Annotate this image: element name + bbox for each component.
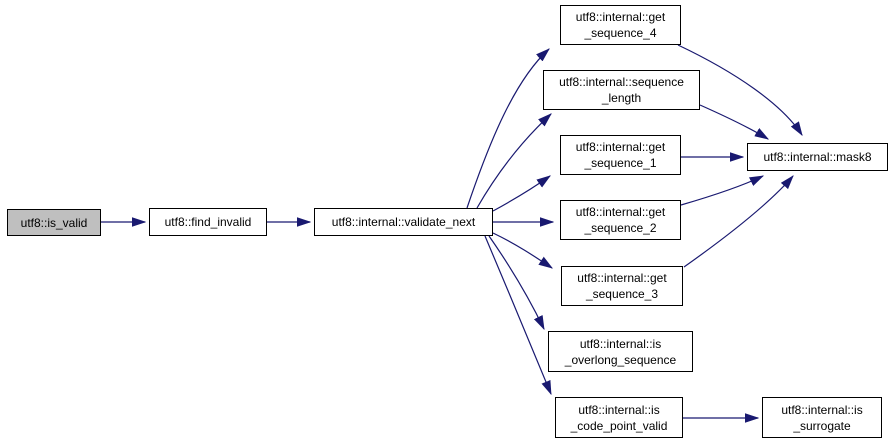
node-label: utf8::internal::validate_next	[331, 215, 476, 229]
node-get-sequence-3[interactable]: utf8::internal::get _sequence_3	[561, 266, 683, 306]
node-label-line2: _sequence_2	[584, 221, 657, 235]
node-label: utf8::find_invalid	[164, 215, 252, 229]
node-label: utf8::internal::mask8	[763, 150, 872, 164]
node-get-sequence-4[interactable]: utf8::internal::get _sequence_4	[560, 5, 681, 45]
node-is-valid[interactable]: utf8::is_valid	[7, 209, 101, 236]
edge-validate_next-to-get_sequence_1	[492, 175, 551, 212]
node-is-overlong-sequence[interactable]: utf8::internal::is _overlong_sequence	[548, 331, 693, 372]
node-label-line2: _sequence_3	[585, 287, 659, 301]
node-label: utf8::is_valid	[20, 215, 88, 230]
edge-validate_next-to-get_sequence_4	[466, 48, 550, 209]
node-label-line1: utf8::internal::is	[781, 402, 863, 417]
node-label-line2: _length	[601, 91, 642, 105]
node-label-line1: utf8::internal::get	[575, 205, 666, 219]
node-mask8[interactable]: utf8::internal::mask8	[747, 143, 888, 171]
node-label-line1: utf8::internal::is	[579, 336, 662, 351]
node-label-line1: utf8::internal::get	[577, 271, 667, 285]
node-is-surrogate[interactable]: utf8::internal::is _surrogate	[762, 397, 882, 438]
edge-validate_next-to-is_overlong_sequence	[488, 235, 545, 331]
node-find-invalid[interactable]: utf8::find_invalid	[149, 208, 267, 236]
node-label-line2: _sequence_1	[584, 156, 657, 170]
edge-sequence_length-to-mask8	[699, 104, 770, 140]
node-label-line2: _overlong_sequence	[564, 352, 677, 367]
edge-get_sequence_4-to-mask8	[677, 44, 803, 137]
edge-get_sequence_3-to-mask8	[683, 175, 794, 268]
node-is-code-point-valid[interactable]: utf8::internal::is _code_point_valid	[555, 397, 683, 438]
node-get-sequence-1[interactable]: utf8::internal::get _sequence_1	[560, 135, 681, 175]
node-label-line1: utf8::internal::is	[578, 402, 660, 417]
node-label-line1: utf8::internal::sequence	[559, 75, 684, 89]
node-label-line2: _sequence_4	[584, 26, 657, 40]
edge-validate_next-to-is_code_point_valid	[484, 235, 552, 396]
node-sequence-length[interactable]: utf8::internal::sequence _length	[543, 70, 700, 110]
node-label-line1: utf8::internal::get	[575, 140, 666, 154]
node-label-line2: _code_point_valid	[570, 418, 668, 433]
node-get-sequence-2[interactable]: utf8::internal::get _sequence_2	[560, 200, 681, 240]
node-label-line2: _surrogate	[793, 418, 851, 433]
edge-validate_next-to-sequence_length	[476, 113, 552, 209]
node-label-line1: utf8::internal::get	[575, 10, 666, 24]
edge-get_sequence_2-to-mask8	[680, 175, 765, 206]
node-validate-next[interactable]: utf8::internal::validate_next	[314, 208, 493, 236]
edge-validate_next-to-get_sequence_3	[492, 232, 553, 269]
